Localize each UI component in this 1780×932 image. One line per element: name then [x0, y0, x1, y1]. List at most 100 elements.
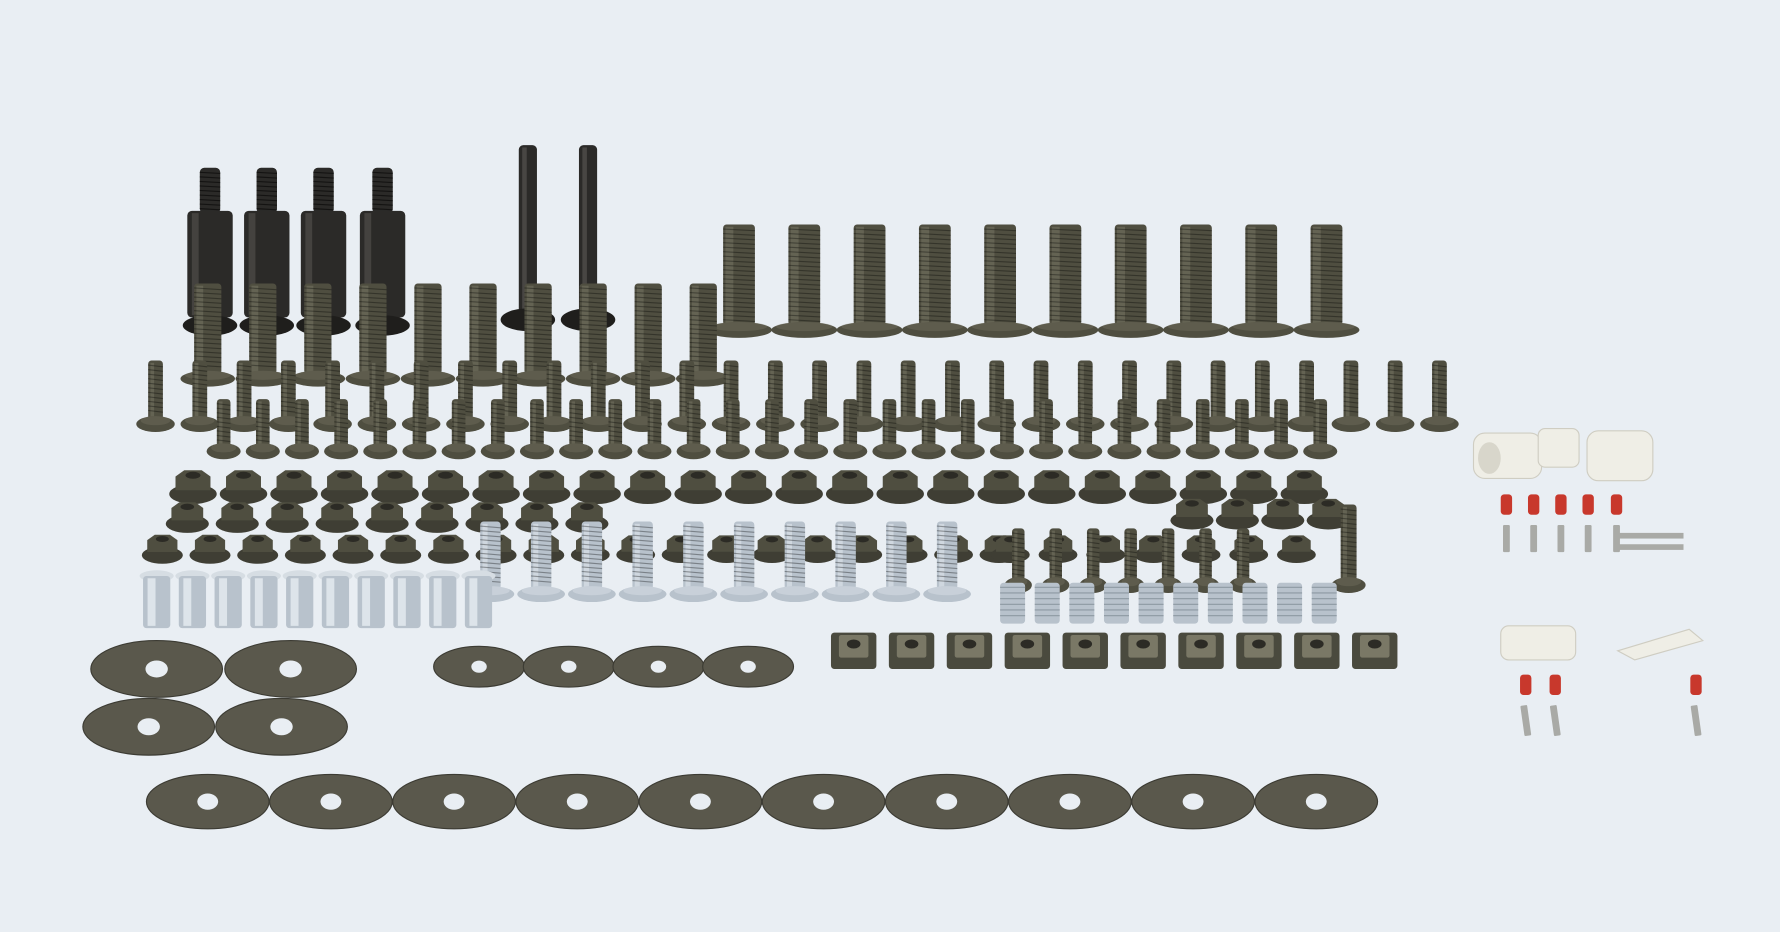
- flange-head: [324, 443, 359, 460]
- thread-line: [1210, 396, 1226, 400]
- flange-head: [715, 443, 750, 460]
- small-flange-bolt: [872, 399, 907, 460]
- thread-line: [608, 430, 623, 434]
- thread-line: [767, 382, 783, 386]
- thread-line: [984, 305, 1017, 309]
- thread-line: [784, 543, 806, 547]
- thread-line: [944, 405, 960, 409]
- thread-line: [1078, 412, 1093, 415]
- head-highlight: [289, 443, 315, 453]
- thread-line: [480, 543, 501, 547]
- nut-bore: [580, 503, 594, 510]
- thread-line: [313, 180, 334, 184]
- fender-washer: [638, 773, 763, 830]
- thread-line: [451, 416, 466, 420]
- fender-washer: [392, 773, 516, 830]
- flange-head: [180, 416, 220, 432]
- thread-line: [1387, 391, 1403, 395]
- thread-line: [608, 439, 623, 443]
- head-highlight: [485, 443, 511, 453]
- nut-hex: [290, 534, 321, 552]
- insert-body: [1138, 582, 1164, 624]
- thread-line: [647, 439, 662, 443]
- thread-line: [194, 328, 222, 332]
- thread-line: [148, 400, 163, 404]
- thread-line: [1077, 387, 1093, 391]
- thread-line: [1049, 269, 1082, 273]
- head-highlight: [367, 443, 393, 453]
- thread-line: [767, 391, 783, 395]
- thread-line: [236, 387, 252, 391]
- thread-line: [255, 403, 270, 406]
- thread-line: [280, 396, 296, 400]
- thread-line: [918, 305, 951, 309]
- thread-line: [725, 403, 740, 406]
- nut-bore: [185, 471, 201, 479]
- thread-line: [1156, 407, 1171, 411]
- thread-line: [1343, 409, 1359, 413]
- thread-line: [1310, 251, 1343, 254]
- wire-seal: [1520, 674, 1532, 696]
- thread-line: [1011, 564, 1025, 567]
- large-flange-bolt: [1228, 224, 1295, 338]
- rivnut-highlight: [362, 578, 371, 626]
- thread-line: [689, 305, 717, 309]
- thread-line: [1039, 403, 1053, 406]
- thread-line: [1199, 568, 1212, 572]
- thread-line: [725, 407, 740, 411]
- thread-line: [192, 409, 208, 413]
- thread-line: [1117, 407, 1132, 411]
- thread-line: [1254, 409, 1270, 413]
- large-fender-washer: [215, 697, 348, 756]
- flange-head: [136, 416, 175, 432]
- thread-line: [723, 282, 755, 286]
- thread-line: [1310, 291, 1343, 295]
- flange-head: [836, 322, 903, 338]
- thread-line: [1180, 255, 1212, 259]
- thread-line: [325, 387, 341, 391]
- thread-line: [457, 396, 473, 400]
- thread-line: [812, 378, 828, 381]
- thread-line: [989, 369, 1005, 372]
- head-highlight: [955, 443, 981, 453]
- thread-line: [723, 264, 755, 268]
- thread-line: [788, 246, 821, 250]
- thread-line: [1340, 572, 1357, 575]
- thread-line: [1199, 541, 1212, 545]
- thread-line: [804, 412, 818, 415]
- large-flange-bolt: [706, 224, 772, 338]
- thread-line: [1114, 291, 1147, 295]
- washer-hole: [145, 660, 168, 678]
- thread-line: [1117, 421, 1132, 425]
- shank-highlight: [888, 523, 894, 588]
- thread-line: [295, 430, 309, 434]
- thread-line: [413, 391, 429, 395]
- thread-line: [634, 341, 662, 345]
- thread-line: [1124, 564, 1137, 567]
- thread-line: [249, 359, 277, 363]
- thread-line: [835, 579, 856, 583]
- washer-hole: [650, 660, 667, 673]
- thread-line: [1180, 260, 1212, 264]
- thread-line: [1049, 301, 1082, 304]
- thread-line: [1236, 568, 1250, 572]
- thread-line: [1122, 369, 1137, 372]
- thread-line: [581, 570, 603, 574]
- thread-line: [921, 439, 936, 443]
- thread-line: [194, 296, 222, 300]
- thread-line: [236, 400, 252, 404]
- thread-line: [194, 341, 222, 345]
- thread-line: [457, 378, 473, 381]
- thread-line: [480, 561, 501, 565]
- flange-head: [578, 416, 618, 432]
- thread-line: [216, 416, 231, 420]
- fender-washer: [515, 773, 640, 830]
- thread-line: [765, 403, 779, 406]
- flange-head: [1224, 443, 1259, 460]
- thread-line: [414, 314, 442, 318]
- two-pin-connector: [1472, 428, 1580, 480]
- thread-line: [788, 291, 821, 295]
- thread-line: [812, 364, 828, 368]
- thread-line: [255, 439, 270, 443]
- thread-line: [1077, 396, 1093, 400]
